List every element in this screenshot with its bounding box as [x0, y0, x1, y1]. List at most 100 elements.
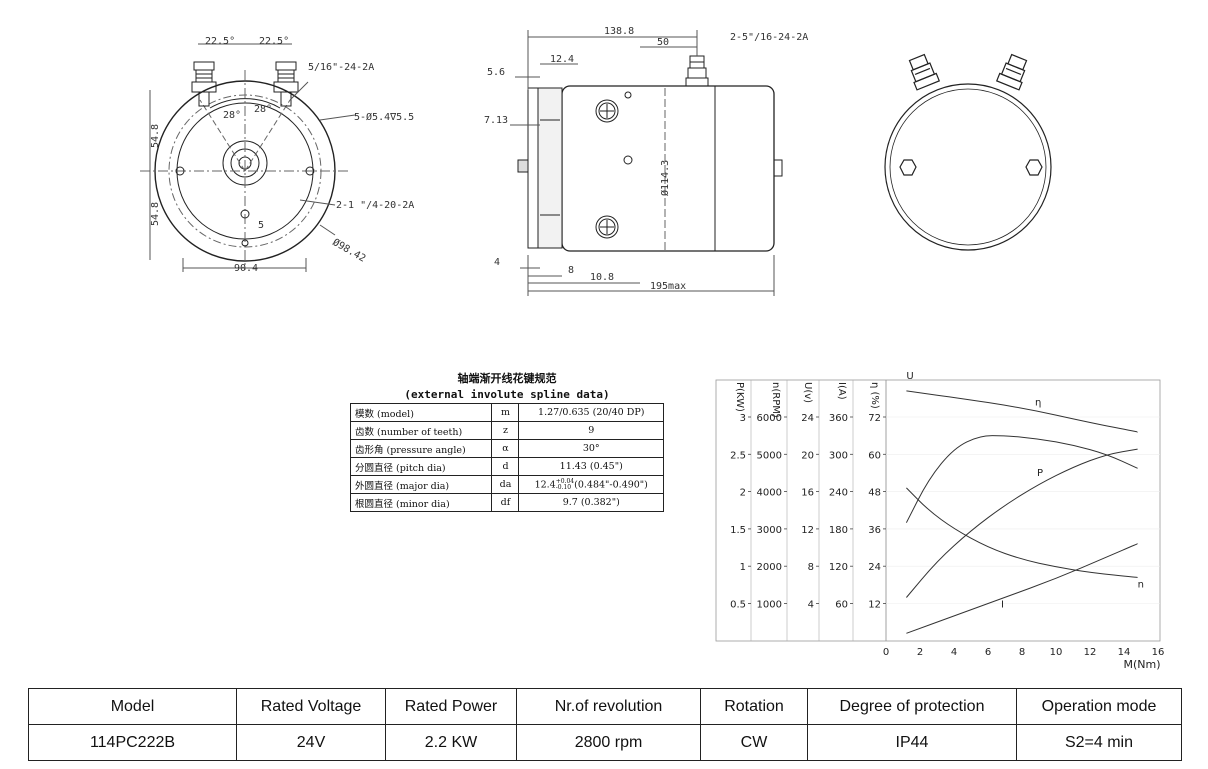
chart-tick-label: 4 — [808, 600, 814, 611]
spline-param: 齿数 (number of teeth) — [349, 421, 493, 440]
chart-series-P — [906, 448, 1138, 598]
dim-height-top: 54.8 — [150, 124, 161, 148]
spec-protection: IP44 — [807, 724, 1017, 761]
spec-header-protection: Degree of protection — [807, 688, 1017, 725]
chart-axis-label: n(RPM) — [770, 382, 781, 418]
chart-tick-label: 3 — [740, 413, 746, 424]
chart-tick-label: 36 — [868, 525, 881, 536]
spline-param: 根圆直径 (minor dia) — [349, 493, 493, 512]
spline-row: 根圆直径 (minor dia) df 9.7 (0.382") — [349, 493, 664, 512]
rear-terminal-right — [995, 53, 1028, 91]
spec-rotation: CW — [700, 724, 808, 761]
spline-value: 9.7 (0.382") — [518, 493, 664, 512]
chart-tick-label: 120 — [829, 562, 848, 573]
spec-header-row: Model Rated Voltage Rated Power Nr.of re… — [28, 688, 1182, 725]
chart-frame — [715, 379, 1161, 642]
side-view — [510, 30, 783, 296]
chart-tick-label: 4000 — [757, 488, 782, 499]
chart-tick-label: 60 — [835, 600, 848, 611]
dim-terminal-thread: 5/16"-24-2A — [308, 62, 374, 73]
dim-flange: 12.4 — [550, 54, 574, 65]
dim-bolt-thread: 2-1 "/4-20-2A — [336, 200, 414, 211]
chart-series-label: η — [1035, 398, 1041, 409]
chart-x-tick-label: 2 — [917, 647, 923, 658]
chart-series-η — [905, 435, 1138, 523]
spline-value: 30° — [518, 439, 664, 458]
chart-x-axis-label: M(Nm) — [1123, 658, 1160, 671]
spline-major-inch: (0.484"-0.490") — [574, 479, 648, 490]
spec-value-row: 114PC222B 24V 2.2 KW 2800 rpm CW IP44 S2… — [28, 724, 1182, 761]
chart-x-tick-label: 10 — [1050, 647, 1063, 658]
chart-tick-label: 8 — [808, 562, 814, 573]
chart-x-tick-label: 4 — [951, 647, 957, 658]
dim-terminal-offset: 50 — [657, 37, 669, 48]
chart-tick-label: 16 — [801, 488, 814, 499]
spline-param: 齿形角 (pressure angle) — [349, 439, 493, 458]
spline-tol-lower: -0.10 — [555, 483, 572, 491]
chart-x-tick-label: 8 — [1019, 647, 1025, 658]
spline-title-cn: 轴端渐开线花键规范 — [457, 372, 557, 385]
front-view — [140, 43, 356, 272]
spline-value: 11.43 (0.45") — [518, 457, 664, 476]
chart-tick-label: 60 — [868, 450, 881, 461]
chart-tick-label: 240 — [829, 488, 848, 499]
chart-x-tick-label: 0 — [883, 647, 889, 658]
spline-value: 12.4+0.04-0.10(0.484"-0.490") — [518, 475, 664, 494]
front-view-dimensions: 22.5° 22.5° 5/16"-24-2A 5-Ø5.4∇5.5 28° 2… — [150, 36, 414, 274]
chart-tick-label: 180 — [829, 525, 848, 536]
chart-tick-label: 72 — [868, 413, 881, 424]
dim-holes: 5-Ø5.4∇5.5 — [354, 111, 414, 123]
spec-header-voltage: Rated Voltage — [236, 688, 386, 725]
spec-header-model: Model — [28, 688, 237, 725]
spline-symbol: da — [491, 475, 520, 494]
dim-width: 90.4 — [234, 263, 258, 274]
chart-tick-label: 3000 — [757, 525, 782, 536]
chart-series-label: n — [1138, 579, 1144, 590]
chart-series-label: P — [1037, 468, 1043, 479]
chart-tick-label: 48 — [868, 488, 881, 499]
spline-symbol: df — [491, 493, 520, 512]
side-view-dimensions: 138.8 50 2-5"/16-24-2A 12.4 5.6 7.13 Ø11… — [484, 26, 808, 292]
chart-series-I — [906, 543, 1139, 634]
spline-major-value: 12.4 — [534, 479, 556, 490]
spline-title: 轴端渐开线花键规范 (external involute spline data… — [350, 371, 664, 403]
spline-tol-upper: +0.04 — [555, 477, 575, 485]
spline-symbol: z — [491, 421, 520, 440]
spline-table: 模数 (model) m 1.27/0.635 (20/40 DP) 齿数 (n… — [349, 403, 664, 512]
side-terminal — [685, 55, 709, 87]
chart-tick-label: 12 — [801, 525, 814, 536]
spline-symbol: d — [491, 457, 520, 476]
spline-param: 模数 (model) — [349, 403, 493, 422]
spline-symbol: α — [491, 439, 520, 458]
dim-overall-length: 195max — [650, 281, 686, 292]
dim-offset-small: 5.6 — [487, 67, 505, 78]
chart-x-tick-label: 14 — [1118, 647, 1131, 658]
spec-header-power: Rated Power — [385, 688, 517, 725]
chart-tick-label: 12 — [868, 600, 881, 611]
chart-axis-label: U(v) — [802, 382, 813, 403]
spec-header-rotation: Rotation — [700, 688, 808, 725]
dim-height-bottom: 54.8 — [150, 202, 161, 226]
dim-angle-left: 22.5° — [205, 36, 235, 47]
spec-power: 2.2 KW — [385, 724, 517, 761]
dim-overall-top: 138.8 — [604, 26, 634, 37]
dim-angle-inner-right: 28° — [254, 104, 272, 115]
spline-row: 模数 (model) m 1.27/0.635 (20/40 DP) — [349, 403, 664, 422]
chart-x-tick-label: 6 — [985, 647, 991, 658]
dim-shaft: 7.13 — [484, 115, 508, 126]
spline-param: 外圆直径 (major dia) — [349, 475, 493, 494]
technical-drawings: 22.5° 22.5° 5/16"-24-2A 5-Ø5.4∇5.5 28° 2… — [140, 26, 1052, 296]
chart-axis-label: I(A) — [836, 382, 847, 400]
chart-tick-label: 0.5 — [730, 600, 746, 611]
spline-param: 分圆直径 (pitch dia) — [349, 457, 493, 476]
chart-tick-label: 24 — [868, 562, 881, 573]
chart-tick-label: 2.5 — [730, 450, 746, 461]
spline-symbol: m — [491, 403, 520, 422]
dim-10-8: 10.8 — [590, 272, 614, 283]
chart-series-label: I — [1001, 599, 1004, 610]
dim-8: 8 — [568, 265, 574, 276]
chart-tick-label: 2 — [740, 488, 746, 499]
spline-row: 外圆直径 (major dia) da 12.4+0.04-0.10(0.484… — [349, 475, 664, 494]
chart-series-U — [906, 390, 1139, 433]
spec-operation: S2=4 min — [1016, 724, 1182, 761]
